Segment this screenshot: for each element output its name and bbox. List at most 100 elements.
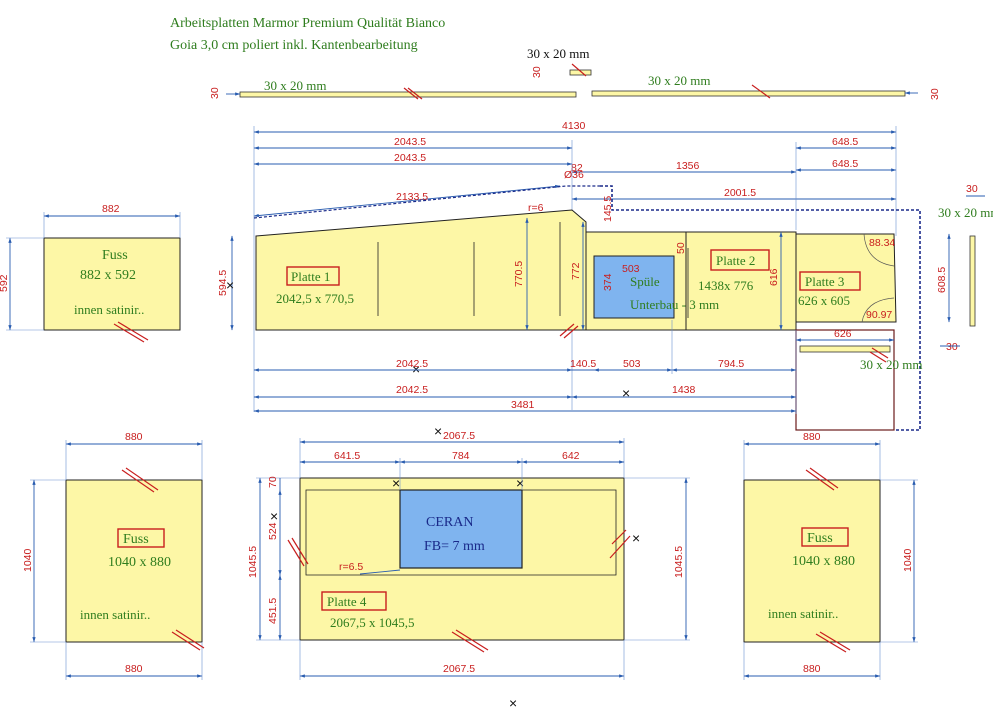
svg-text:451.5: 451.5: [267, 598, 279, 624]
svg-text:innen satinir..: innen satinir..: [80, 607, 150, 622]
svg-text:90.97: 90.97: [866, 309, 892, 321]
svg-text:×: ×: [434, 423, 442, 439]
header-line1: Arbeitsplatten Marmor Premium Qualität B…: [170, 16, 445, 31]
svg-text:2067.5: 2067.5: [443, 430, 475, 442]
edge-strip-left-thickness: 30: [209, 87, 221, 99]
svg-text:616: 616: [768, 268, 780, 286]
platte2-name: Platte 2: [716, 253, 755, 268]
edge-strip-bottom-right: 30 30 x 20 mm: [860, 341, 960, 372]
svg-text:Ø36: Ø36: [564, 169, 584, 181]
edge-strip-center-label: 30 x 20 mm: [527, 46, 589, 61]
svg-text:30: 30: [946, 341, 958, 353]
bottom-dimensions: 2042.5 140.5 503 794.5 2042.5 1438 3481: [253, 320, 797, 414]
svg-text:1040 x 880: 1040 x 880: [792, 554, 855, 569]
svg-text:770.5: 770.5: [513, 261, 525, 287]
svg-text:642: 642: [562, 450, 580, 462]
platte3-size: 626 x 605: [798, 293, 850, 308]
svg-text:Fuss: Fuss: [807, 531, 833, 546]
svg-text:1045.5: 1045.5: [673, 546, 685, 578]
svg-text:innen satinir..: innen satinir..: [74, 302, 144, 317]
svg-text:4130: 4130: [562, 120, 586, 132]
platte3-shape: [795, 233, 897, 323]
svg-text:784: 784: [452, 450, 470, 462]
fuss-top-panel: 882 592 Fuss 882 x 592 innen satinir..: [0, 203, 181, 343]
svg-text:880: 880: [125, 431, 143, 443]
svg-text:1040: 1040: [22, 548, 34, 572]
spule-label: Spüle: [630, 274, 660, 289]
svg-text:648.5: 648.5: [832, 158, 858, 170]
svg-text:145.5: 145.5: [602, 196, 614, 222]
svg-text:r=6.5: r=6.5: [339, 561, 363, 573]
svg-text:Fuss: Fuss: [102, 248, 128, 263]
svg-text:30 x 20 mm: 30 x 20 mm: [938, 205, 993, 220]
ceran-label: CERAN: [426, 515, 473, 530]
platte1-name: Platte 1: [291, 269, 330, 284]
svg-text:648.5: 648.5: [832, 136, 858, 148]
svg-text:×: ×: [622, 385, 630, 401]
svg-text:2001.5: 2001.5: [724, 187, 756, 199]
edge-strip-center-thickness: 30: [531, 66, 543, 78]
svg-text:608.5: 608.5: [936, 267, 948, 293]
svg-text:374: 374: [602, 273, 614, 291]
fuss-right-panel: 880 880 1040 Fuss 1040 x 880 innen satin…: [743, 431, 918, 680]
sink-cutout: [593, 255, 675, 319]
edge-strip-center: 30 x 20 mm 30: [527, 46, 592, 78]
spule-note: Unterbau - 3 mm: [630, 297, 719, 312]
svg-text:×: ×: [226, 277, 234, 293]
svg-text:Fuss: Fuss: [123, 532, 149, 547]
svg-text:30: 30: [966, 183, 978, 195]
svg-text:503: 503: [623, 358, 641, 370]
platte1-size: 2042,5 x 770,5: [276, 291, 354, 306]
svg-text:×: ×: [516, 475, 524, 491]
svg-text:1045.5: 1045.5: [247, 546, 259, 578]
svg-text:1438: 1438: [672, 384, 696, 396]
edge-strip-left-label: 30 x 20 mm: [264, 78, 326, 93]
svg-text:880: 880: [125, 663, 143, 675]
svg-text:524: 524: [267, 522, 279, 540]
svg-text:r=6: r=6: [528, 202, 544, 214]
svg-text:592: 592: [0, 274, 10, 292]
svg-text:×: ×: [632, 530, 640, 546]
svg-text:×: ×: [509, 695, 517, 711]
svg-text:2042.5: 2042.5: [396, 358, 428, 370]
svg-text:2133.5: 2133.5: [396, 191, 428, 203]
svg-text:641.5: 641.5: [334, 450, 360, 462]
edge-strip-right-vertical: 30 30 x 20 mm: [938, 183, 993, 327]
svg-text:1356: 1356: [676, 160, 700, 172]
svg-text:882: 882: [102, 203, 120, 215]
edge-strip-right: 30 x 20 mm 30: [591, 73, 941, 100]
svg-text:70: 70: [267, 476, 279, 488]
svg-text:2043.5: 2043.5: [394, 136, 426, 148]
svg-text:880: 880: [803, 663, 821, 675]
fuss-left-panel: 880 880 1040 Fuss 1040 x 880 innen satin…: [22, 431, 205, 680]
svg-text:2067,5 x 1045,5: 2067,5 x 1045,5: [330, 615, 415, 630]
svg-text:Platte 4: Platte 4: [327, 594, 367, 609]
svg-text:880: 880: [803, 431, 821, 443]
top-dimensions: 4130 2043.5 2043.5 648.5 648.5 1356 2001…: [253, 120, 897, 412]
svg-text:2042.5: 2042.5: [396, 384, 428, 396]
svg-text:30 x 20 mm: 30 x 20 mm: [860, 357, 922, 372]
svg-text:innen satinir..: innen satinir..: [768, 606, 838, 621]
svg-text:2067.5: 2067.5: [443, 663, 475, 675]
ceran-cutout: [399, 489, 523, 569]
svg-text:50: 50: [675, 242, 687, 254]
svg-text:82: 82: [571, 162, 583, 174]
svg-text:626: 626: [834, 328, 852, 340]
svg-text:882 x 592: 882 x 592: [80, 268, 136, 283]
platte3-name: Platte 3: [805, 274, 844, 289]
platte4-panel: CERAN FB= 7 mm × × × × × × 2067.5 641.5 …: [247, 423, 690, 711]
svg-text:×: ×: [392, 475, 400, 491]
edge-strip-left: 30 x 20 mm 30: [209, 78, 577, 100]
svg-text:2043.5: 2043.5: [394, 152, 426, 164]
svg-text:3481: 3481: [511, 399, 535, 411]
edge-strip-right-label: 30 x 20 mm: [648, 73, 710, 88]
platte2-size: 1438x 776: [698, 278, 754, 293]
header-line2: Goia 3,0 cm poliert inkl. Kantenbearbeit…: [170, 38, 418, 53]
svg-text:88.34: 88.34: [869, 237, 895, 249]
svg-text:503: 503: [622, 263, 640, 275]
svg-text:1040 x 880: 1040 x 880: [108, 555, 171, 570]
countertop-top-assembly: 594.5 770.5 772 374 145.5 50 616 608.5 8…: [217, 185, 951, 431]
svg-text:1040: 1040: [902, 548, 914, 572]
svg-text:140.5: 140.5: [570, 358, 596, 370]
